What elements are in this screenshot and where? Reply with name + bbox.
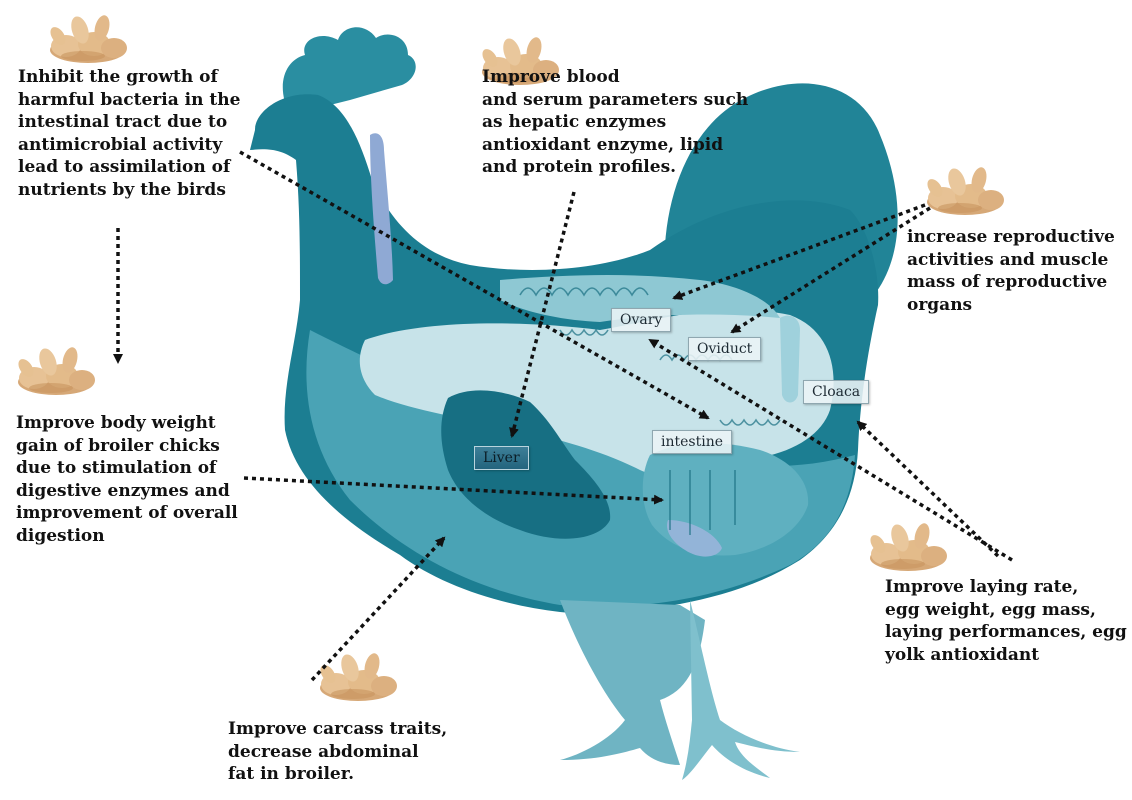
chicken-egg-shadow	[666, 520, 722, 557]
organ-label-ovary: Ovary	[611, 308, 672, 332]
arrow-carcass-to-body	[310, 536, 446, 682]
text-blood-parameters: Improve blood and serum parameters such …	[482, 67, 749, 177]
chicken-crop-tube	[370, 133, 393, 285]
text-body-weight: Improve body weight gain of broiler chic…	[16, 413, 238, 546]
chicken-comb	[282, 27, 416, 115]
organ-label-cloaca: Cloaca	[803, 380, 870, 404]
organ-label-oviduct: Oviduct	[688, 337, 762, 361]
text-laying: Improve laying rate, egg weight, egg mas…	[885, 577, 1127, 665]
chicken-back-band	[500, 275, 780, 322]
arrow-repro-to-oviduct	[730, 206, 931, 334]
text-antimicrobial: Inhibit the growth of harmful bacteria i…	[18, 67, 241, 200]
arrow-blood-to-liver	[509, 191, 576, 438]
arrow-digestion-to-intestine	[243, 476, 664, 505]
text-reproductive: increase reproductive activities and mus…	[907, 227, 1115, 315]
chicken-right-leg	[682, 600, 800, 780]
arrow-laying-to-cloaca	[856, 420, 1000, 558]
arrow-laying-to-ovary	[648, 338, 1013, 562]
organ-label-liver: Liver	[474, 446, 529, 470]
chicken-legs	[560, 600, 705, 765]
text-carcass: Improve carcass traits, decrease abdomin…	[228, 719, 448, 784]
arrow-icon	[113, 150, 1013, 682]
organ-label-intestine: intestine	[652, 430, 732, 454]
chicken-oviduct-tube	[780, 315, 800, 403]
arrow-bacteria-to-intestine	[239, 150, 710, 420]
